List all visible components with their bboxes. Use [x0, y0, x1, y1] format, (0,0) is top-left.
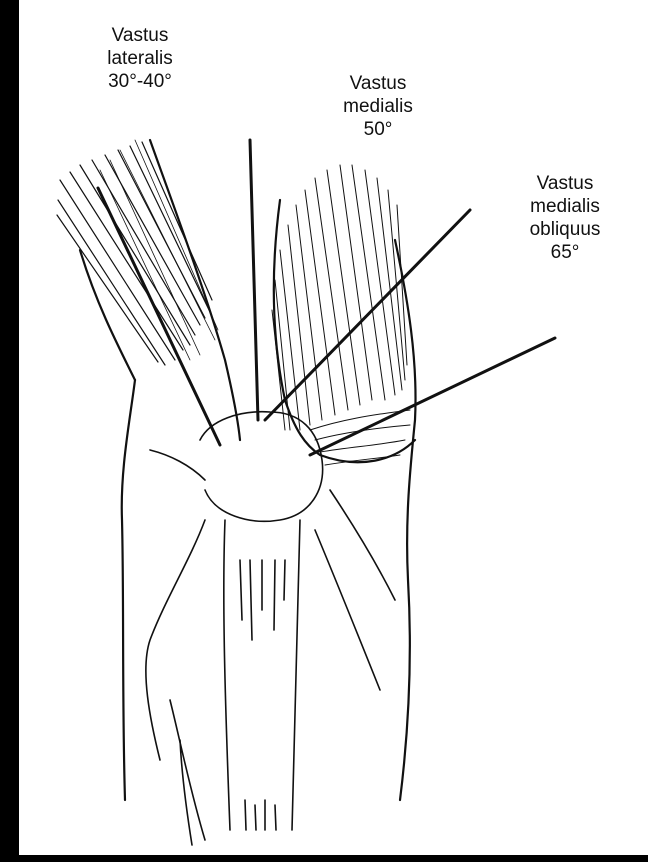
vmo-name-line2: medialis [505, 195, 625, 218]
vastus-medialis-label: Vastus medialis 50° [318, 72, 438, 141]
vastus-medialis-obliquus-label: Vastus medialis obliquus 65° [505, 172, 625, 264]
vastus-lateralis-angle: 30°-40° [80, 70, 200, 93]
vmo-name-line3: obliquus [505, 218, 625, 241]
vastus-lateralis-label: Vastus lateralis 30°-40° [80, 24, 200, 93]
vastus-lateralis-name-line2: lateralis [80, 47, 200, 70]
patella-and-leg-outlines [146, 412, 395, 845]
vastus-lateralis-name-line1: Vastus [80, 24, 200, 47]
vastus-medialis-angle: 50° [318, 118, 438, 141]
lateralis-outline [80, 140, 240, 800]
vmo-name-line1: Vastus [505, 172, 625, 195]
vmo-angle: 65° [505, 241, 625, 264]
vastus-medialis-name-line2: medialis [318, 95, 438, 118]
vastus-medialis-name-line1: Vastus [318, 72, 438, 95]
